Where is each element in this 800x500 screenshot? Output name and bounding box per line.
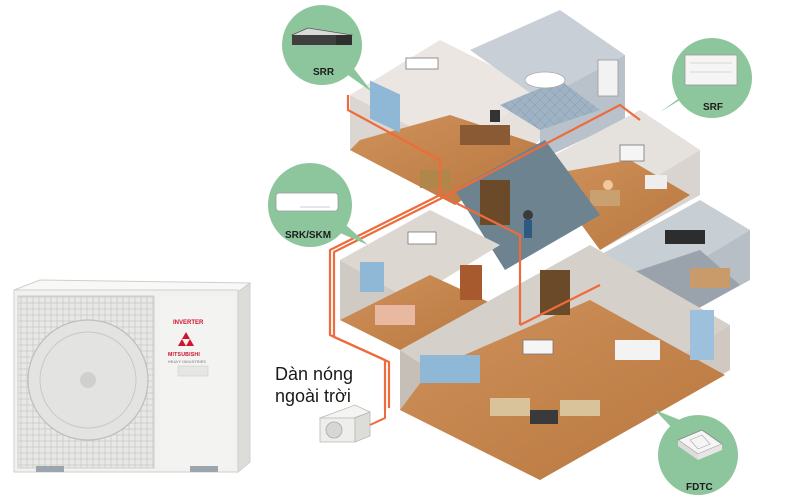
bubble-fdtc: FDTC [655,410,738,495]
small-outdoor-unit-icon [318,404,386,443]
cassette-unit-icon [677,429,723,460]
ducted-unit-icon [290,27,354,45]
bubble-label-fdtc: FDTC [686,482,713,493]
floor-console-icon [684,54,738,86]
wall-mounted-unit-icon [275,192,339,212]
brand-name: MITSUBISHI [168,352,200,358]
bubble-srk: SRK/SKM [268,163,368,247]
bubble-label-srk: SRK/SKM [285,230,331,241]
outdoor-label-line1: Dàn nóng [275,364,353,384]
refrigerant-pipes [328,95,641,410]
room-bathroom [470,10,625,160]
inverter-badge: INVERTER [173,320,204,326]
srk-indoor-unit [407,231,437,245]
bubble-srr: SRR [282,5,372,92]
bubble-label-srf: SRF [703,102,723,113]
bubble-label-srr: SRR [313,67,335,78]
outdoor-unit: INVERTER MITSUBISHI HEAVY INDUSTRIES [13,279,252,474]
room-living [400,245,730,480]
room-bedroom-left [340,210,500,355]
house-cutaway [340,10,750,480]
room-bedroom-right [545,110,700,250]
outdoor-label-line2: ngoài trời [275,386,351,406]
brand-subtitle: HEAVY INDUSTRIES [168,360,206,364]
srf-indoor-unit [619,144,645,162]
fdtc-indoor-unit [522,339,554,355]
mitsubishi-logo-icon [178,332,194,346]
srr-indoor-unit [405,57,439,70]
bubble-srf: SRF [660,38,752,118]
